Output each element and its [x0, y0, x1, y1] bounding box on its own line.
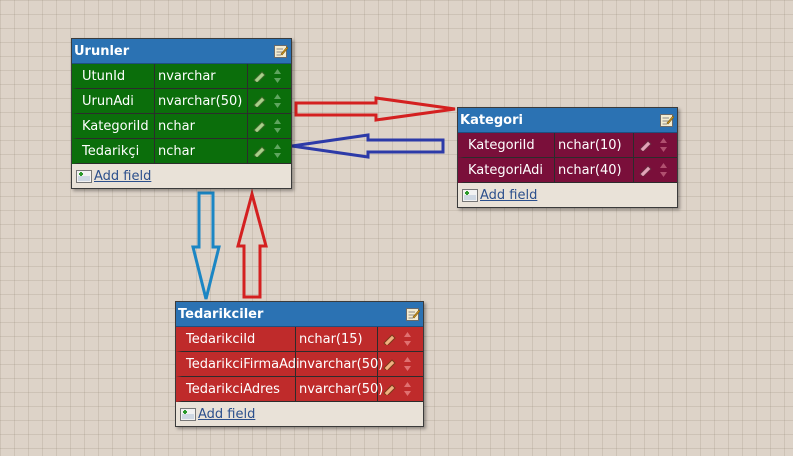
field-name[interactable]: UrunAdi — [78, 89, 155, 113]
field-name[interactable]: UtunId — [78, 64, 155, 88]
table-footer: Add field — [458, 183, 677, 207]
table-title: Urunler — [74, 43, 130, 59]
edit-field-icon[interactable] — [383, 333, 397, 345]
edit-field-icon[interactable] — [253, 95, 267, 107]
reorder-field-icon[interactable] — [659, 137, 668, 153]
field-type[interactable]: nchar(10) — [555, 133, 634, 157]
arrow-tedarikciler-to-urunler — [236, 188, 268, 299]
field-name[interactable]: TedarikciFirmaAdi — [182, 352, 300, 376]
edit-table-icon[interactable] — [274, 44, 288, 58]
edit-field-icon[interactable] — [253, 120, 267, 132]
field-name[interactable]: KategoriAdi — [464, 158, 555, 182]
edit-field-icon[interactable] — [253, 70, 267, 82]
field-row[interactable]: KategoriId nchar — [72, 114, 291, 139]
edit-field-icon[interactable] — [639, 164, 653, 176]
field-type[interactable]: nvarchar(50) — [296, 377, 383, 401]
edit-field-icon[interactable] — [253, 145, 267, 157]
field-type[interactable]: nchar(15) — [296, 327, 378, 351]
table-header[interactable]: Kategori — [458, 108, 677, 133]
reorder-field-icon[interactable] — [273, 68, 282, 84]
add-field-icon[interactable] — [180, 407, 196, 421]
add-field-icon[interactable] — [462, 188, 478, 202]
field-row[interactable]: TedarikciAdres nvarchar(50) — [176, 377, 423, 402]
table-header[interactable]: Urunler — [72, 39, 291, 64]
table-kategori[interactable]: Kategori KategoriId nchar(10) KategoriAd… — [457, 107, 678, 208]
reorder-field-icon[interactable] — [273, 143, 282, 159]
field-row[interactable]: KategoriAdi nchar(40) — [458, 158, 677, 183]
field-row[interactable]: UtunId nvarchar — [72, 64, 291, 89]
field-row[interactable]: KategoriId nchar(10) — [458, 133, 677, 158]
field-type[interactable]: nvarchar — [155, 64, 248, 88]
add-field-link[interactable]: Add field — [198, 406, 256, 422]
field-row[interactable]: TedarikciId nchar(15) — [176, 327, 423, 352]
edit-table-icon[interactable] — [660, 113, 674, 127]
field-row[interactable]: UrunAdi nvarchar(50) — [72, 89, 291, 114]
edit-field-icon[interactable] — [383, 358, 397, 370]
table-header[interactable]: Tedarikciler — [176, 302, 423, 327]
edit-field-icon[interactable] — [639, 139, 653, 151]
reorder-field-icon[interactable] — [273, 93, 282, 109]
field-type[interactable]: nchar — [155, 139, 248, 163]
field-name[interactable]: KategoriId — [78, 114, 155, 138]
reorder-field-icon[interactable] — [403, 331, 412, 347]
edit-field-icon[interactable] — [383, 383, 397, 395]
table-title: Tedarikciler — [178, 306, 264, 322]
field-row[interactable]: TedarikciFirmaAdi nvarchar(50) — [176, 352, 423, 377]
add-field-icon[interactable] — [76, 169, 92, 183]
field-name[interactable]: KategoriId — [464, 133, 555, 157]
edit-table-icon[interactable] — [406, 307, 420, 321]
table-footer: Add field — [176, 402, 423, 426]
field-type[interactable]: nchar(40) — [555, 158, 634, 182]
add-field-link[interactable]: Add field — [94, 168, 152, 184]
field-type[interactable]: nchar — [155, 114, 248, 138]
field-name[interactable]: TedarikciAdres — [182, 377, 296, 401]
field-type[interactable]: nvarchar(50) — [155, 89, 248, 113]
field-row[interactable]: Tedarikçi nchar — [72, 139, 291, 164]
table-title: Kategori — [460, 112, 523, 128]
reorder-field-icon[interactable] — [403, 356, 412, 372]
table-footer: Add field — [72, 164, 291, 188]
table-tedarikciler[interactable]: Tedarikciler TedarikciId nchar(15) Tedar… — [175, 301, 424, 427]
add-field-link[interactable]: Add field — [480, 187, 538, 203]
table-urunler[interactable]: Urunler UtunId nvarchar UrunAdi nvarchar… — [71, 38, 292, 189]
arrow-urunler-to-tedarikciler — [191, 191, 221, 300]
field-name[interactable]: TedarikciId — [182, 327, 296, 351]
arrow-kategori-to-urunler — [291, 133, 445, 159]
field-name[interactable]: Tedarikçi — [78, 139, 155, 163]
field-type[interactable]: nvarchar(50) — [296, 352, 383, 376]
arrow-urunler-to-kategori — [294, 96, 456, 122]
reorder-field-icon[interactable] — [273, 118, 282, 134]
reorder-field-icon[interactable] — [659, 162, 668, 178]
reorder-field-icon[interactable] — [403, 381, 412, 397]
